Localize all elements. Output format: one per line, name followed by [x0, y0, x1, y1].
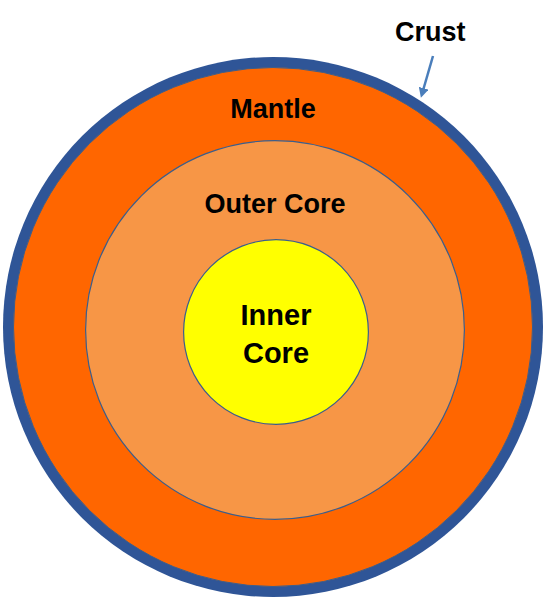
layer-label: Outer Core [85, 187, 465, 221]
layer-label: Inner Core [221, 296, 331, 372]
layer-disc [86, 141, 465, 520]
mantle-layer: MantleOuter CoreInner Core [13, 67, 533, 587]
inner-core-layer: Inner Core [183, 239, 369, 425]
crust-layer: CrustMantleOuter CoreInner Core [3, 57, 543, 597]
leader-line [422, 56, 433, 94]
layer-disc [184, 240, 369, 425]
layer-label: Crust [395, 15, 505, 49]
layer-disc [3, 57, 543, 597]
layer-disc [14, 68, 533, 587]
outer-core-layer: Outer CoreInner Core [85, 140, 465, 520]
layer-label: Mantle [13, 92, 533, 126]
layer-circle [183, 239, 369, 425]
